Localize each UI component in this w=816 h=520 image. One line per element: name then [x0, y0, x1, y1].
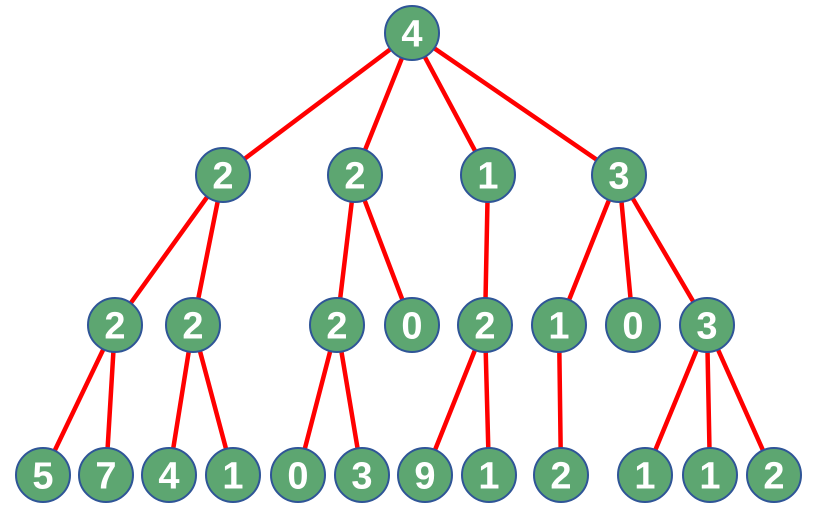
tree-node: 2 [309, 297, 365, 353]
tree-node: 3 [591, 147, 647, 203]
tree-node: 1 [205, 447, 261, 503]
tree-node: 2 [165, 297, 221, 353]
node-circle [384, 297, 440, 353]
node-circle [746, 447, 802, 503]
tree-node: 2 [87, 297, 143, 353]
node-circle [397, 447, 453, 503]
node-circle [679, 297, 735, 353]
node-circle [384, 5, 440, 61]
node-circle [457, 297, 513, 353]
node-circle [309, 297, 365, 353]
tree-node: 5 [15, 447, 71, 503]
node-circle [531, 297, 587, 353]
node-circle [327, 147, 383, 203]
tree-node: 0 [270, 447, 326, 503]
tree-node: 1 [617, 447, 673, 503]
tree-node: 2 [533, 447, 589, 503]
node-circle [165, 297, 221, 353]
tree-node: 2 [457, 297, 513, 353]
tree-node: 9 [397, 447, 453, 503]
node-circle [334, 447, 390, 503]
node-circle [533, 447, 589, 503]
node-circle [605, 297, 661, 353]
tree-edge [220, 30, 415, 178]
tree-node: 0 [605, 297, 661, 353]
tree-node: 1 [531, 297, 587, 353]
tree-node: 1 [460, 147, 516, 203]
tree-node: 0 [384, 297, 440, 353]
node-circle [617, 447, 673, 503]
node-circle [15, 447, 71, 503]
node-circle [87, 297, 143, 353]
tree-node: 2 [195, 147, 251, 203]
tree-edge [112, 172, 226, 328]
tree-edge [409, 30, 622, 178]
node-circle [591, 147, 647, 203]
node-circle [461, 447, 517, 503]
tree-node: 1 [461, 447, 517, 503]
tree-node: 4 [384, 5, 440, 61]
tree-node: 3 [334, 447, 390, 503]
node-circle [460, 147, 516, 203]
node-circle [270, 447, 326, 503]
tree-edge [616, 172, 710, 328]
node-circle [141, 447, 197, 503]
tree-node: 1 [682, 447, 738, 503]
node-circle [205, 447, 261, 503]
tree-node: 2 [746, 447, 802, 503]
node-circle [195, 147, 251, 203]
tree-node: 3 [679, 297, 735, 353]
tree-node: 7 [78, 447, 134, 503]
node-circle [78, 447, 134, 503]
node-circle [682, 447, 738, 503]
tree-node: 4 [141, 447, 197, 503]
tree-node: 2 [327, 147, 383, 203]
